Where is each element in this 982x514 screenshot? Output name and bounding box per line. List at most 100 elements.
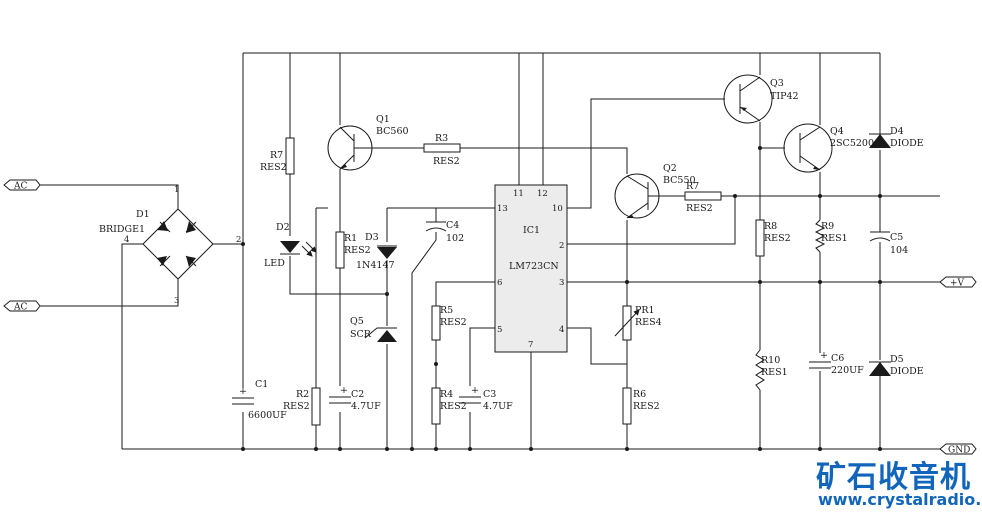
transistor-q4: Q4 2SC5200 <box>783 123 874 173</box>
svg-text:RES1: RES1 <box>821 233 848 244</box>
svg-text:R7: R7 <box>686 181 699 192</box>
resistor-r10: R10 RES1 <box>755 349 788 391</box>
svg-text:C1: C1 <box>255 379 268 390</box>
svg-text:4.7UF: 4.7UF <box>351 401 381 412</box>
svg-text:R7: R7 <box>270 150 283 161</box>
bridge-rectifier-d1: D1 BRIDGE1 1 2 3 4 <box>99 185 241 306</box>
resistor-r1: R1 RES2 <box>335 231 371 269</box>
watermark-url: www.crystalradio.cn <box>818 490 982 509</box>
svg-text:C3: C3 <box>483 389 496 400</box>
svg-text:R2: R2 <box>296 389 309 400</box>
svg-text:R4: R4 <box>440 389 453 400</box>
svg-text:BC550: BC550 <box>663 175 696 186</box>
svg-text:104: 104 <box>890 245 908 256</box>
resistor-r5: R5 RES2 <box>431 305 467 341</box>
resistor-r7-left: R7 RES2 <box>260 137 295 175</box>
svg-text:IC1: IC1 <box>523 225 540 236</box>
transistor-q1: Q1 BC560 <box>327 114 409 171</box>
svg-text:C5: C5 <box>890 232 903 243</box>
svg-text:+: + <box>239 386 247 397</box>
svg-text:R3: R3 <box>435 133 448 144</box>
port-gnd: GND <box>939 443 977 456</box>
svg-text:R6: R6 <box>633 389 646 400</box>
svg-text:D3: D3 <box>365 232 379 243</box>
svg-text:7: 7 <box>528 340 533 350</box>
svg-text:3: 3 <box>559 278 564 288</box>
svg-text:D4: D4 <box>890 126 904 137</box>
svg-text:R10: R10 <box>761 355 780 366</box>
svg-text:RES2: RES2 <box>283 401 310 412</box>
capacitor-c3: + C3 4.7UF <box>459 385 513 412</box>
svg-text:LED: LED <box>264 258 285 269</box>
svg-text:13: 13 <box>497 204 508 214</box>
junctions <box>241 146 882 451</box>
svg-text:+: + <box>820 350 828 361</box>
potentiometer-pr1: PR1 RES4 <box>614 305 662 341</box>
svg-text:RES2: RES2 <box>440 401 467 412</box>
wires <box>40 52 940 450</box>
svg-text:1N4147: 1N4147 <box>356 260 395 271</box>
svg-text:C4: C4 <box>446 220 459 231</box>
transistor-q2: Q2 BC550 <box>614 163 696 219</box>
svg-text:Q5: Q5 <box>350 316 364 327</box>
svg-text:RES2: RES2 <box>344 245 371 256</box>
svg-text:RES2: RES2 <box>686 203 713 214</box>
svg-text:AC: AC <box>13 182 27 192</box>
diode-d4: D4 DIODE <box>869 126 924 149</box>
svg-text:TIP42: TIP42 <box>770 91 799 102</box>
capacitor-c2: + C2 4.7UF <box>329 385 381 412</box>
svg-text:RES2: RES2 <box>633 401 660 412</box>
svg-text:R1: R1 <box>344 233 357 244</box>
svg-text:SCR: SCR <box>350 329 372 340</box>
resistor-r6: R6 RES2 <box>622 387 660 425</box>
svg-text:R8: R8 <box>764 221 777 232</box>
resistor-r4: R4 RES2 <box>431 387 467 425</box>
svg-text:GND: GND <box>948 446 970 456</box>
svg-text:+: + <box>471 385 479 396</box>
svg-text:LM723CN: LM723CN <box>509 261 559 272</box>
svg-text:220UF: 220UF <box>831 365 864 376</box>
svg-text:4: 4 <box>124 235 129 245</box>
watermark-cn: 矿石收音机 <box>816 460 971 495</box>
svg-text:DIODE: DIODE <box>890 366 924 377</box>
resistor-r3: R3 RES2 <box>423 133 461 167</box>
svg-text:D5: D5 <box>890 354 904 365</box>
svg-text:D2: D2 <box>276 222 290 233</box>
svg-text:3: 3 <box>174 296 179 306</box>
svg-text:R5: R5 <box>440 305 453 316</box>
port-ac-2: AC <box>3 300 41 313</box>
svg-text:RES2: RES2 <box>260 162 287 173</box>
svg-text:4: 4 <box>559 325 564 335</box>
svg-text:6: 6 <box>497 278 502 288</box>
svg-text:Q3: Q3 <box>770 78 784 89</box>
svg-text:C6: C6 <box>831 353 844 364</box>
capacitor-c6: + C6 220UF <box>809 350 864 376</box>
svg-text:10: 10 <box>552 204 563 214</box>
svg-text:D1: D1 <box>136 209 150 220</box>
svg-text:DIODE: DIODE <box>890 138 924 149</box>
watermark-logo: 矿石收音机 www.crystalradio.cn <box>812 452 982 514</box>
svg-text:6600UF: 6600UF <box>248 410 287 421</box>
svg-text:102: 102 <box>446 233 464 244</box>
svg-text:+V: +V <box>950 279 965 289</box>
resistor-r2: R2 RES2 <box>283 387 321 426</box>
svg-text:1: 1 <box>174 185 179 195</box>
diode-d5: D5 DIODE <box>869 354 924 377</box>
svg-text:C2: C2 <box>351 389 364 400</box>
svg-text:BRIDGE1: BRIDGE1 <box>99 224 145 235</box>
scr-q5: Q5 SCR <box>350 316 397 342</box>
svg-text:Q2: Q2 <box>663 163 677 174</box>
svg-text:RES2: RES2 <box>440 317 467 328</box>
svg-text:11: 11 <box>513 189 524 199</box>
svg-text:Q1: Q1 <box>376 114 390 125</box>
diode-d3: D3 1N4147 <box>356 232 397 271</box>
svg-text:2: 2 <box>236 235 241 245</box>
svg-text:RES2: RES2 <box>764 233 791 244</box>
svg-text:2: 2 <box>559 241 564 251</box>
svg-text:4.7UF: 4.7UF <box>483 401 513 412</box>
svg-text:AC: AC <box>13 303 27 313</box>
svg-text:12: 12 <box>537 189 548 199</box>
port-vout: +V <box>939 276 977 289</box>
resistor-r7-right: R7 RES2 <box>684 181 722 214</box>
